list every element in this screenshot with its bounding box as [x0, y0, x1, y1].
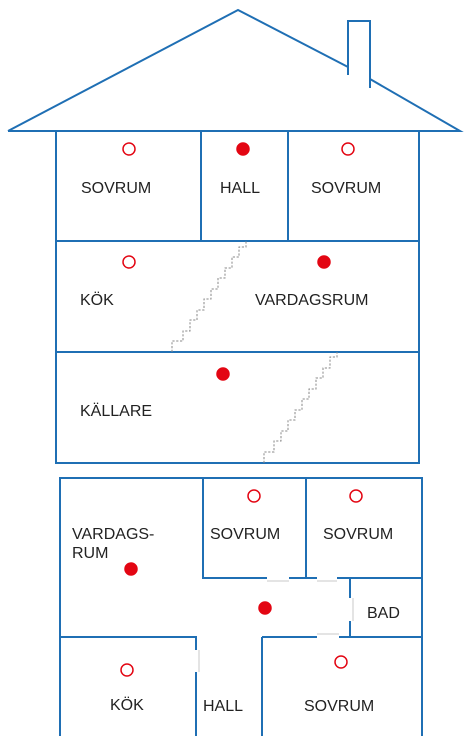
room-label-hall: HALL [203, 698, 243, 715]
smoke-detector-outline-icon [122, 142, 136, 156]
house-section: SOVRUM HALL SOVRUM KÖK VARDAGSRUM KÄLLAR… [7, 8, 464, 464]
room-label-vardagsrum-line2: RUM [72, 545, 108, 562]
smoke-detector-outline-icon [120, 663, 134, 677]
room-label-kok: KÖK [110, 696, 144, 714]
door-gap [317, 634, 339, 640]
plan-wall-kok [60, 636, 197, 736]
room-label-sovrum-c: SOVRUM [304, 698, 374, 715]
room-label-kok-mid: KÖK [80, 291, 114, 309]
chimney [347, 20, 371, 88]
plan-outer-wall [59, 477, 423, 736]
smoke-detector-outline-icon [349, 489, 363, 503]
roof-outline-right [8, 78, 464, 132]
smoke-detector-filled-icon [216, 367, 230, 381]
plan-wall-sovrum-a [202, 478, 307, 579]
door-gap [347, 598, 353, 621]
door-gap [317, 575, 337, 581]
smoke-detector-outline-icon [334, 655, 348, 669]
house-outer-wall [55, 130, 420, 464]
smoke-detector-outline-icon [341, 142, 355, 156]
door-gap [267, 575, 289, 581]
staircase-middle [171, 241, 247, 352]
roof-outline [7, 8, 349, 132]
staircase-basement [263, 352, 338, 463]
door-gap [193, 650, 199, 672]
room-label-vardagsrum-line1: VARDAGS- [72, 526, 154, 543]
room-label-bad: BAD [367, 605, 400, 622]
room-label-kallare: KÄLLARE [80, 402, 152, 420]
smoke-detector-filled-icon [236, 142, 250, 156]
room-label-sovrum-right: SOVRUM [311, 180, 381, 197]
room-label-sovrum-left: SOVRUM [81, 180, 151, 197]
smoke-detector-filled-icon [317, 255, 331, 269]
room-label-sovrum-a: SOVRUM [210, 526, 280, 543]
smoke-detector-filled-icon [124, 562, 138, 576]
smoke-detector-filled-icon [258, 601, 272, 615]
room-label-sovrum-b: SOVRUM [323, 526, 393, 543]
room-label-hall-top: HALL [220, 180, 260, 197]
smoke-detector-outline-icon [247, 489, 261, 503]
smoke-detector-outline-icon [122, 255, 136, 269]
floor-plan: VARDAGS- RUM SOVRUM SOVRUM BAD KÖK HALL … [59, 477, 423, 736]
room-label-vardagsrum-mid: VARDAGSRUM [255, 292, 369, 309]
